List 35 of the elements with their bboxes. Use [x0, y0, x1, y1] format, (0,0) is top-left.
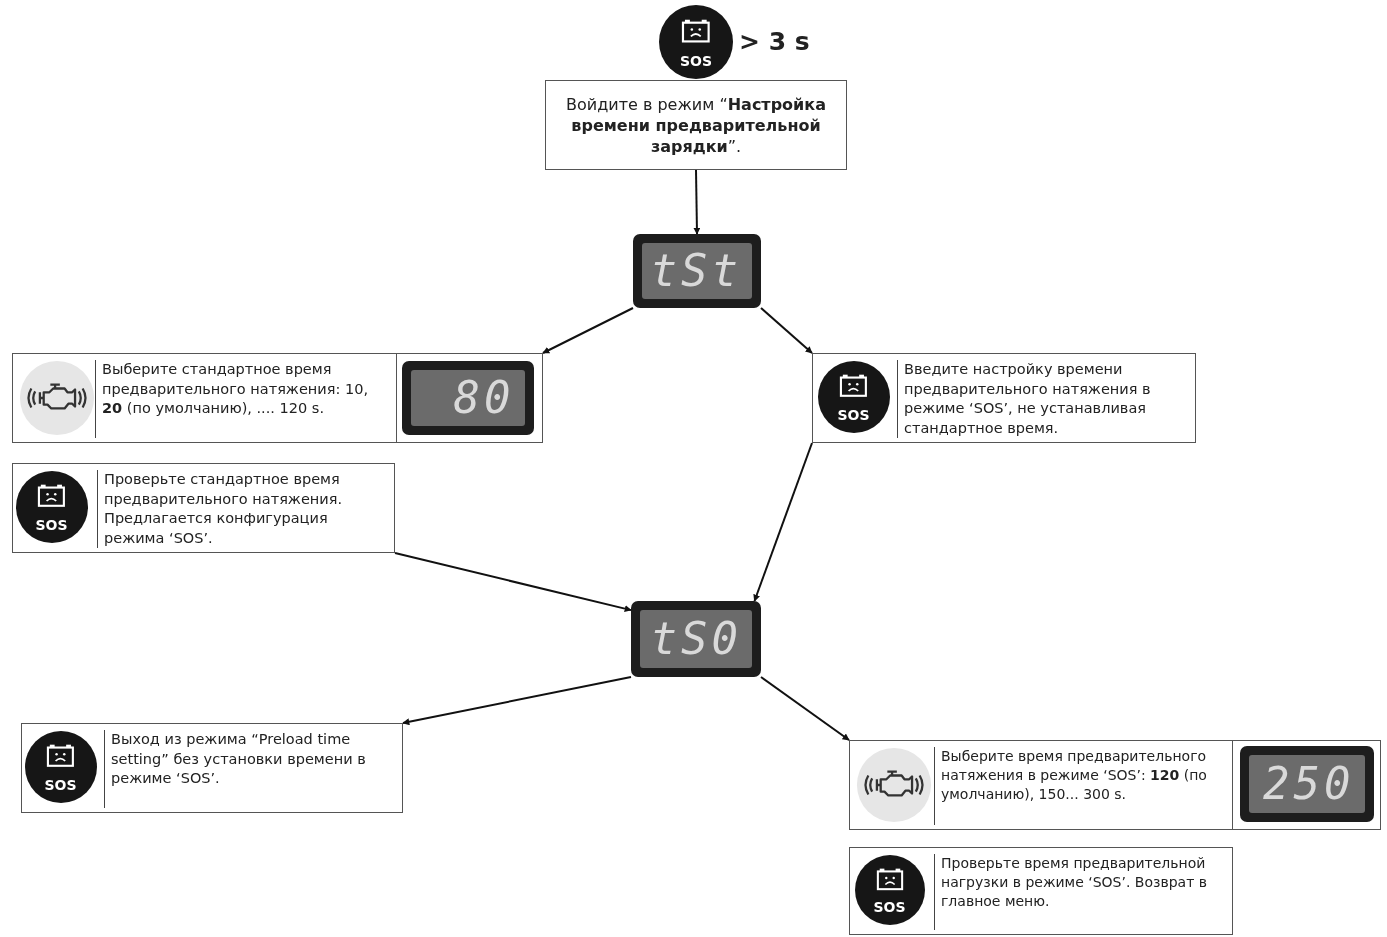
instruction-box: [21, 723, 403, 813]
display-panel: [401, 360, 534, 435]
button-label: SOS: [678, 53, 714, 70]
instruction-box: [849, 847, 1233, 935]
instruction-box: [12, 353, 543, 443]
instruction-box: [849, 740, 1381, 830]
arrow: [760, 676, 850, 741]
instruction-text: Выберите стандартное время предварительного натяжения: 10, 20 (по умолчанию), .... 120 s.: [95, 360, 386, 438]
arrow: [760, 307, 813, 354]
instruction-text: Выход из режима “Preload time setting” без установки времени в режиме ‘SOS’.: [104, 730, 394, 808]
button-label: SOS: [872, 899, 907, 916]
step-text: Войдите в режим “Настройка времени предварительной зарядки”.: [565, 93, 827, 157]
button-label: SOS: [836, 407, 871, 424]
duration-label: > 3 s: [739, 27, 810, 56]
instruction-text: Проверьте стандартное время предварительного натяжения. Предлагается конфигурация режима ‘SOS’.: [97, 470, 386, 548]
display-readout: tSt: [650, 249, 742, 293]
display-readout: tS0: [650, 617, 742, 661]
arrow: [693, 169, 701, 235]
display-panel: [631, 601, 761, 677]
button-label: SOS: [34, 517, 69, 534]
instruction-text: Выберите время предварительного натяжения в режиме ‘SOS’: 120 (по умолчанию), 150... 300 s.: [934, 747, 1222, 825]
instruction-box: [812, 353, 1196, 443]
instruction-box: [12, 463, 395, 553]
display-readout: 80: [453, 375, 515, 420]
instruction-text: Проверьте время предварительной нагрузки в режиме ‘SOS’. Возврат в главное меню.: [934, 854, 1224, 930]
display-readout: 250: [1263, 761, 1355, 806]
instruction-text: Введите настройку времени предварительного натяжения в режиме ‘SOS’, не устанавливая стандартное время.: [897, 360, 1187, 438]
arrow: [394, 552, 632, 613]
arrow: [753, 442, 813, 602]
step-box: [545, 80, 847, 170]
display-panel: [633, 234, 761, 308]
arrow: [402, 676, 632, 726]
arrow: [542, 307, 634, 354]
display-panel: [1239, 745, 1374, 822]
button-label: SOS: [43, 777, 78, 794]
